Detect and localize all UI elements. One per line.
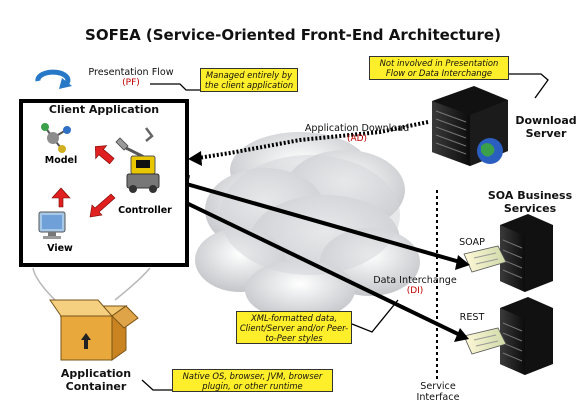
download-server-icon	[432, 86, 508, 166]
rest-server-icon	[463, 297, 553, 375]
network-cloud	[195, 132, 420, 320]
application-container-label: Application Container	[60, 367, 132, 393]
model-label: Model	[44, 155, 78, 166]
di-leader-line	[351, 299, 399, 333]
rest-label: REST	[459, 312, 485, 323]
diagram-title: SOFEA (Service-Oriented Front-End Archit…	[85, 26, 501, 44]
data-interchange-abbr: (DI)	[406, 286, 424, 296]
refresh-icon	[35, 69, 72, 89]
application-container-note: Native OS, browser, JVM, browser plugin,…	[172, 369, 333, 392]
application-download-arrow	[197, 120, 429, 160]
soa-services-title: SOA Business Services	[487, 189, 573, 215]
model-icon	[41, 123, 71, 153]
controller-label: Controller	[118, 205, 172, 216]
soap-server-icon	[463, 214, 553, 292]
data-interchange-text: Data Interchange	[373, 275, 457, 286]
container-leader-line	[141, 379, 172, 391]
download-server-label: Download Server	[515, 114, 577, 140]
application-download-label: Application Download (AD)	[302, 123, 412, 145]
ds-leader-line	[507, 73, 549, 99]
application-download-abbr: (AD)	[346, 134, 368, 144]
pf-leader-line	[150, 83, 203, 91]
presentation-flow-abbr: (PF)	[122, 78, 140, 88]
presentation-flow-text: Presentation Flow	[88, 67, 174, 78]
view-label: View	[47, 243, 73, 254]
application-container-box-icon	[49, 299, 139, 361]
data-interchange-label: Data Interchange (DI)	[360, 275, 470, 297]
download-server-note: Not involved in Presentation Flow or Dat…	[369, 56, 509, 80]
application-download-text: Application Download	[304, 123, 410, 134]
presentation-flow-label: Presentation Flow (PF)	[81, 67, 181, 89]
client-mvc-graphics	[38, 123, 160, 239]
view-icon	[38, 211, 66, 239]
service-interface-label: Service Interface	[416, 381, 460, 403]
controller-icon	[115, 127, 160, 193]
presentation-flow-note: Managed entirely by the client applicati…	[200, 68, 298, 92]
data-interchange-note: XML-formatted data, Client/Server and/or…	[236, 311, 352, 344]
soap-label: SOAP	[459, 237, 485, 248]
mvc-flow-arrows	[51, 145, 116, 218]
client-application-title: Client Application	[48, 103, 160, 116]
